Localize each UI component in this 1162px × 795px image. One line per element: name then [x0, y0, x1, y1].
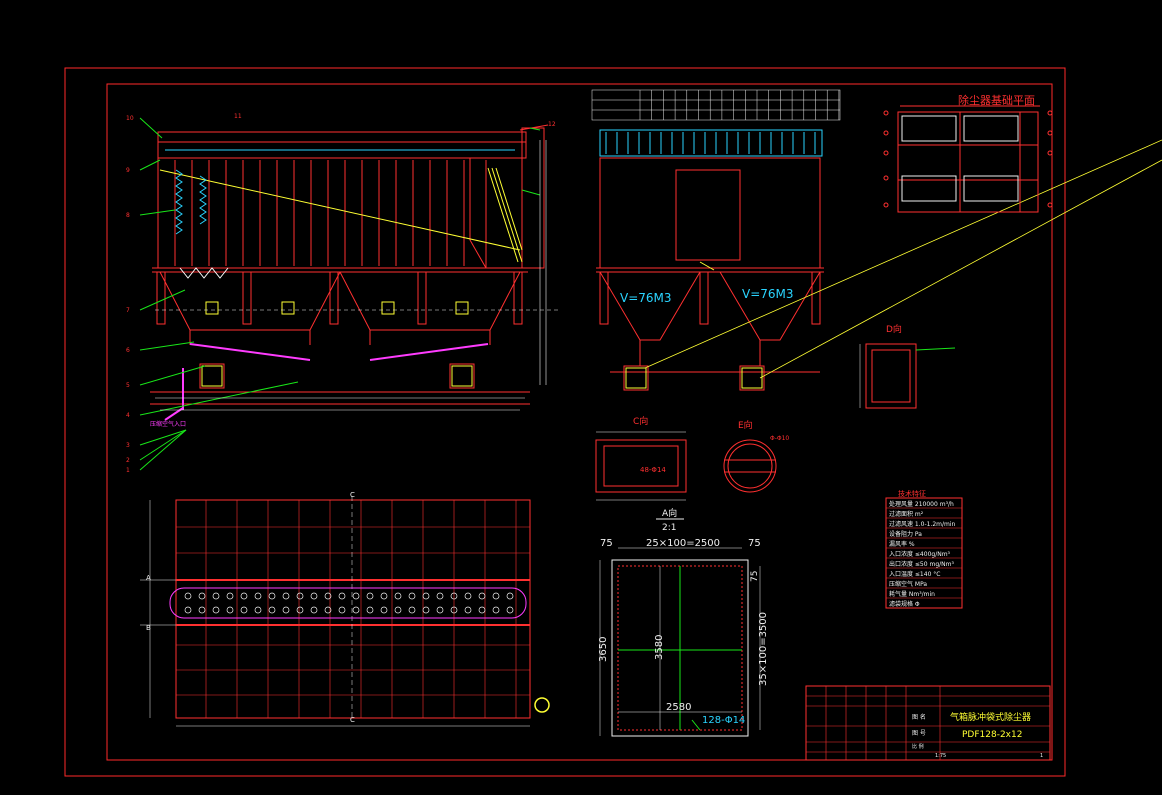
- front-yellow-details: [159, 167, 523, 387]
- view-d-label: D向: [886, 323, 902, 335]
- view-e-holes: Φ-Φ10: [770, 435, 789, 442]
- svg-text:3: 3: [126, 442, 130, 449]
- svg-text:6: 6: [126, 347, 130, 354]
- svg-text:12: 12: [548, 121, 556, 128]
- view-d: [859, 343, 956, 409]
- tech-table-row: 耗气量 Nm³/min: [889, 590, 935, 598]
- title-block-name: 气箱脉冲袋式除尘器: [950, 711, 1031, 723]
- svg-text:8: 8: [126, 212, 130, 219]
- bag-count-table: [591, 89, 841, 121]
- section-vert-75: 75: [750, 571, 760, 582]
- view-e-label: E向: [738, 419, 753, 431]
- plan-yellow-marker: [534, 697, 550, 713]
- plan-cut-a: A: [146, 574, 151, 582]
- section-left-75: 75: [600, 538, 613, 549]
- tech-table-row: 设备阻力 Pa: [889, 530, 922, 538]
- plan-cut-b: B: [146, 624, 151, 632]
- section-hole-note: 128-Φ14: [702, 715, 745, 726]
- foundation-title: 除尘器基础平面: [958, 93, 1035, 107]
- tech-table-title: 技术特征: [898, 489, 926, 498]
- side-cyan-header: [599, 129, 823, 157]
- section-height-right: 35×100=3500: [758, 612, 769, 686]
- side-yellow-details: [625, 261, 763, 389]
- tech-table-row: 压缩空气 MPa: [889, 580, 927, 588]
- plan-cut-c-top: C: [350, 491, 355, 499]
- tech-table-row: 出口浓度 ≤50 mg/Nm³: [889, 560, 954, 568]
- tech-table-row: 漏风率 %: [889, 540, 915, 548]
- long-leader-lines: [644, 139, 1162, 379]
- tech-table-row: 滤袋规格 Φ: [889, 600, 920, 608]
- hopper-volume-right: V=76M3: [742, 287, 794, 301]
- section-height-outer: 3650: [598, 637, 609, 662]
- sheet-inner-frame: [106, 83, 1053, 761]
- section-a-label: A向: [662, 507, 677, 519]
- tech-table-rows: 处理风量 210000 m³/h 过滤面积 m² 过滤风速 1.0-1.2m/min…: [886, 500, 962, 609]
- svg-text:1: 1: [126, 467, 130, 474]
- section-a-plate: [599, 547, 761, 737]
- plan-header-pipes: [169, 587, 527, 619]
- tech-table-row: 入口浓度 ≤400g/Nm³: [889, 550, 951, 558]
- compressed-air-inlet-note: 压缩空气入口: [150, 420, 186, 428]
- front-dimensions: [155, 140, 560, 411]
- svg-text:11: 11: [234, 113, 242, 120]
- plan-cut-c-bottom: C: [350, 716, 355, 724]
- front-elevation-view: [150, 124, 549, 405]
- plan-valves: [184, 592, 514, 614]
- svg-text:10: 10: [126, 115, 134, 122]
- section-width-bottom: 2580: [666, 702, 691, 713]
- view-c-label: C向: [633, 415, 648, 427]
- tech-table-row: 过滤风速 1.0-1.2m/min: [889, 520, 956, 528]
- svg-text:5: 5: [126, 382, 130, 389]
- section-height-inner: 3580: [654, 635, 665, 660]
- title-block: [805, 685, 1051, 761]
- sheet-outer-frame: [64, 67, 1066, 777]
- svg-text:4: 4: [126, 412, 130, 419]
- tech-table-row: 处理风量 210000 m³/h: [889, 500, 954, 508]
- section-right-75: 75: [748, 538, 761, 549]
- tech-table-row: 入口温度 ≤140 °C: [889, 570, 940, 578]
- svg-text:2: 2: [126, 457, 130, 464]
- title-block-scale: 1:75: [935, 753, 946, 759]
- front-balloon-numbers: 10 9 8 7 6 5 4 3 2 1 11 12: [126, 113, 556, 474]
- front-leader-lines: [139, 117, 541, 471]
- filter-bag-detail: [165, 149, 515, 235]
- title-block-label-code: 图 号: [912, 730, 926, 737]
- section-a-scale: 2:1: [662, 523, 676, 533]
- foundation-plan: [883, 110, 1053, 213]
- view-c-holes: 48-Φ14: [640, 466, 666, 474]
- title-block-label-figure: 图 名: [912, 713, 926, 721]
- view-c: [595, 431, 687, 501]
- tech-table-row: 过滤面积 m²: [889, 510, 924, 518]
- view-e: [723, 439, 777, 493]
- svg-text:9: 9: [126, 167, 130, 174]
- section-top-dim: 25×100=2500: [646, 538, 720, 549]
- title-block-code: PDF128-2x12: [962, 730, 1022, 740]
- title-block-sheet: 1: [1040, 753, 1043, 759]
- hopper-volume-left: V=76M3: [620, 291, 672, 305]
- dust-chute: [164, 343, 489, 421]
- svg-text:7: 7: [126, 307, 130, 314]
- side-elevation-view: [596, 157, 824, 391]
- title-block-label-scale: 比 例: [912, 743, 924, 750]
- plan-view: [140, 496, 531, 727]
